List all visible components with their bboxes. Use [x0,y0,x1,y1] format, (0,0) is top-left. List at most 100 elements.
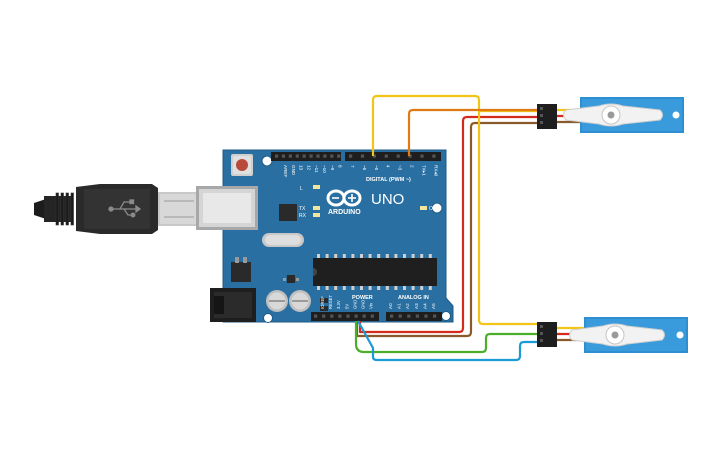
servo-horn[interactable] [569,323,665,347]
header-pin-hole[interactable] [349,154,353,158]
crystal-oscillator [262,233,304,247]
header-pin-hole[interactable] [323,154,327,158]
chip-pin [351,254,355,259]
header-pin-hole[interactable] [362,314,366,318]
header-pin-hole[interactable] [330,314,334,318]
reset-button[interactable] [231,154,253,176]
chip-pin [394,285,398,290]
analog-pin-label: A0 [388,303,393,309]
chip-pin [342,285,346,290]
chip-pin [360,254,363,259]
digital-pin-label: RX◂0 [433,165,438,177]
servo-horn[interactable] [563,103,663,127]
header-pin-hole[interactable] [420,154,424,158]
digital-pin-label: 13 [299,165,304,171]
header-pin-hole[interactable] [396,154,400,158]
wire-brown-top-ground[interactable] [355,121,537,338]
header-pin-hole[interactable] [360,154,365,158]
model-label: UNO [371,191,404,208]
chip-pin [411,254,415,259]
chip-pin [403,285,406,290]
header-pin-hole[interactable] [337,154,341,158]
analog-header[interactable] [386,312,442,321]
chip-pin [403,254,406,259]
wire-blue-bottom-ground[interactable] [357,320,537,362]
usb-symbol-icon [108,199,142,218]
arduino-uno-board[interactable]: L TX RX ON ARDUINO UNO AREFGND1312~11~10… [196,149,454,323]
header-pin-hole[interactable] [322,314,326,318]
chip-pin [334,285,338,290]
header-pin-hole[interactable] [432,154,436,158]
chip-pin [334,254,338,259]
digital-pin-label: 8 [338,165,343,168]
header-pin-hole[interactable] [407,314,411,318]
voltage-regulator [231,257,251,282]
power-header[interactable] [311,312,379,321]
brand-label: ARDUINO [328,209,361,216]
wire-green-bottom-power[interactable] [354,321,537,354]
header-pin-hole[interactable] [384,154,388,158]
header-pin-hole[interactable] [354,314,358,318]
header-pin-hole[interactable] [309,154,313,158]
analog-pin-label: A4 [422,303,427,309]
header-pin-hole[interactable] [390,314,394,318]
header-pin-hole[interactable] [372,154,376,158]
header-pin-hole[interactable] [433,314,437,318]
header-pin-hole[interactable] [415,314,419,318]
wire-orange[interactable] [407,108,537,156]
chip-pin [351,285,355,290]
chip-pin [368,254,372,259]
servo-bottom[interactable] [537,317,688,353]
usb-cable[interactable] [34,184,200,234]
chip-pin [342,254,346,259]
header-pin-hole[interactable] [275,154,279,158]
header-pin-hole[interactable] [408,154,412,158]
header-pin-hole[interactable] [370,314,374,318]
wire-yellow-top-signal[interactable] [371,94,537,156]
header-pin-hole[interactable] [330,154,334,158]
led-rx-label: RX [299,213,307,219]
chip-pin [428,254,432,259]
chip-pin [411,285,415,290]
servo-top[interactable] [537,97,684,133]
chip-pin [420,254,424,259]
digital-header[interactable] [271,152,441,161]
digital-pin-label: 4 [386,165,391,168]
header-pin-hole[interactable] [288,154,292,158]
header-pin-hole[interactable] [338,314,342,318]
wire-red-top-power[interactable] [358,115,537,334]
capacitor [266,290,311,312]
header-pin-hole[interactable] [316,154,320,158]
chip-pin [325,254,329,259]
header-pin-hole[interactable] [398,314,402,318]
digital-pin-label: TX▸1 [421,165,426,176]
wire-yellow-bottom-signal[interactable] [477,111,537,326]
led-l-label: L [300,186,303,192]
header-pin-hole[interactable] [295,154,299,158]
header-pin-hole[interactable] [346,314,350,318]
chip-pin [420,285,424,290]
digital-pin-label: 12 [306,165,311,171]
header-pin-hole[interactable] [281,154,286,158]
digital-pin-label: ~9 [330,165,335,171]
header-pin-hole[interactable] [314,314,318,318]
digital-pin-label: AREF [283,165,288,177]
digital-pin-label: ~10 [322,165,327,173]
header-pin-hole[interactable] [424,314,428,318]
header-pin-hole[interactable] [302,154,306,158]
chip-pin [385,254,389,259]
mounting-hole [261,155,451,323]
digital-pin-label: 7 [350,165,355,168]
digital-pin-label: ~11 [314,165,319,173]
analog-pin-label: A3 [414,303,419,309]
chip-pin [325,285,329,290]
usb-chip [279,204,297,221]
chip-pin [317,285,320,290]
power-pin-label: IOREF [320,296,325,309]
usb-b-port [196,186,258,230]
analog-pin-label: A2 [405,303,410,309]
digital-pin-label: ~6 [362,165,367,171]
